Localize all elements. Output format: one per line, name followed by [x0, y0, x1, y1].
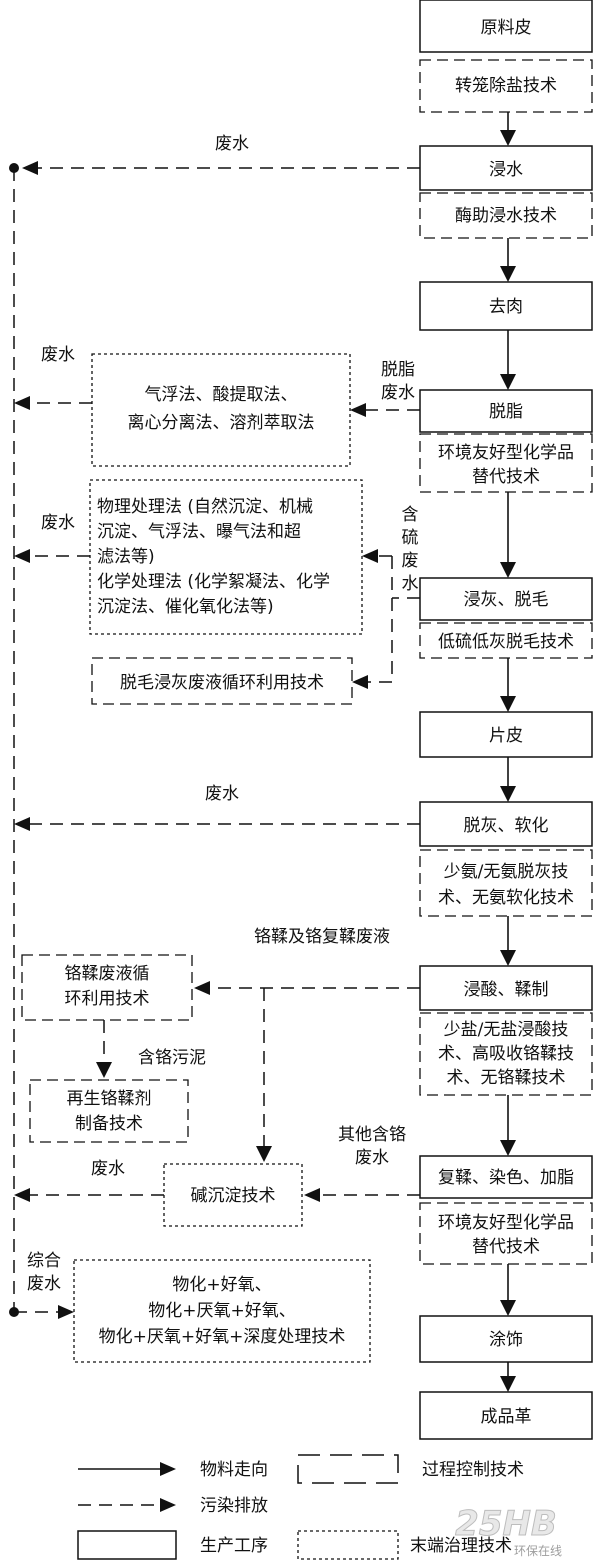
legend-pollution: 污染排放: [78, 1496, 268, 1516]
svg-text:浸水: 浸水: [489, 160, 523, 180]
process-split: 片皮: [419, 711, 593, 758]
svg-text:生产工序: 生产工序: [200, 1536, 268, 1556]
legend-process-step: 生产工序: [77, 1530, 268, 1560]
process-leather: 成品革: [419, 1391, 593, 1440]
svg-text:污染排放: 污染排放: [200, 1496, 268, 1516]
end-sulfide-wastewater: 物理处理法 (自然沉淀、机械 沉淀、气浮法、曝气法和超 滤法等) 化学处理法 (…: [89, 479, 363, 635]
svg-text:低硫低灰脱毛技术: 低硫低灰脱毛技术: [438, 632, 574, 652]
label-degrease-out: 废水: [41, 345, 75, 365]
label-degrease-waste-2: 废水: [381, 383, 415, 403]
watermark-logo: 25HB 环保在线: [455, 1504, 562, 1559]
svg-text:浸灰、脱毛: 浸灰、脱毛: [464, 590, 549, 610]
control-liming-recycle: 脱毛浸灰废液循环利用技术: [91, 657, 353, 705]
label-other-chrome-1: 其他含铬: [338, 1125, 406, 1145]
label-sulfide-1: 含: [402, 505, 419, 525]
label-chrome-waste: 铬鞣及铬复鞣废液: [254, 927, 390, 947]
svg-text:环保在线: 环保在线: [514, 1544, 562, 1558]
process-liming: 浸灰、脱毛: [419, 577, 593, 621]
flow-labels: 废水 废水 脱脂 废水 废水 含 硫 废 水 废水 铬鞣及铬复鞣废液 含铬污泥 …: [27, 134, 419, 1294]
svg-text:原料皮: 原料皮: [481, 18, 532, 38]
label-sulfide-2: 硫: [402, 528, 419, 548]
label-degrease-waste-1: 脱脂: [381, 360, 415, 380]
legend-process-control: 过程控制技术: [297, 1454, 524, 1484]
end-alkali-precip: 碱沉淀技术: [163, 1163, 303, 1227]
pollution-flow-lines: [9, 161, 420, 1319]
process-raw-hide: 原料皮: [419, 0, 593, 53]
svg-text:25HB: 25HB: [455, 1504, 557, 1544]
control-chrome-regen: 再生铬鞣剂 制备技术: [29, 1079, 189, 1143]
end-combined: 物化+好氧、 物化+厌氧+好氧、 物化+厌氧+好氧+深度处理技术: [73, 1259, 371, 1363]
svg-text:脱灰、软化: 脱灰、软化: [464, 816, 549, 836]
svg-text:碱沉淀技术: 碱沉淀技术: [191, 1186, 276, 1206]
process-soaking: 浸水: [419, 145, 593, 191]
end-degrease-wastewater: 气浮法、酸提取法、 离心分离法、溶剂萃取法: [91, 353, 351, 467]
label-delime-wastewater: 废水: [205, 784, 239, 804]
svg-text:替代技术: 替代技术: [472, 467, 540, 487]
svg-text:替代技术: 替代技术: [472, 1237, 540, 1257]
label-soak-wastewater: 废水: [215, 134, 249, 154]
svg-text:物料走向: 物料走向: [200, 1460, 268, 1480]
label-combined-1: 综合: [27, 1251, 61, 1271]
label-other-chrome-2: 废水: [355, 1148, 389, 1168]
svg-text:浸酸、鞣制: 浸酸、鞣制: [464, 980, 549, 1000]
label-chrome-sludge: 含铬污泥: [138, 1048, 206, 1068]
svg-text:术、高吸收铬鞣技: 术、高吸收铬鞣技: [438, 1044, 574, 1064]
svg-text:离心分离法、溶剂萃取法: 离心分离法、溶剂萃取法: [128, 413, 315, 433]
legend: 物料走向 污染排放 生产工序 过程控制技术 末端治理技术: [77, 1454, 524, 1560]
label-retan-wastewater: 废水: [91, 1159, 125, 1179]
control-green-chem-2: 环境友好型化学品 替代技术: [419, 1202, 593, 1265]
control-low-ammonia: 少氨/无氨脱灰技 术、无氨软化技术: [419, 849, 593, 917]
label-combined-2: 废水: [27, 1274, 61, 1294]
control-enzyme-soak: 酶助浸水技术: [419, 192, 593, 239]
svg-text:酶助浸水技术: 酶助浸水技术: [455, 206, 557, 226]
svg-text:物理处理法 (自然沉淀、机械: 物理处理法 (自然沉淀、机械: [97, 497, 313, 517]
svg-text:过程控制技术: 过程控制技术: [422, 1460, 524, 1480]
control-low-sulfide: 低硫低灰脱毛技术: [419, 622, 593, 659]
svg-text:末端治理技术: 末端治理技术: [410, 1536, 512, 1556]
svg-text:片皮: 片皮: [489, 726, 523, 746]
svg-text:去肉: 去肉: [489, 297, 523, 317]
control-salt-removal: 转笼除盐技术: [419, 59, 593, 113]
control-chrome-recycle: 铬鞣废液循 环利用技术: [21, 954, 193, 1021]
svg-text:气浮法、酸提取法、: 气浮法、酸提取法、: [145, 385, 298, 405]
main-flow-arrows: [500, 112, 516, 1392]
svg-text:环利用技术: 环利用技术: [65, 989, 150, 1009]
svg-text:成品革: 成品革: [481, 1407, 532, 1427]
svg-text:铬鞣废液循: 铬鞣废液循: [65, 964, 150, 984]
svg-text:环境友好型化学品: 环境友好型化学品: [438, 443, 574, 463]
process-finishing: 涂饰: [419, 1315, 593, 1363]
svg-text:脱脂: 脱脂: [489, 402, 523, 422]
label-sulfide-4: 水: [402, 574, 419, 594]
svg-text:化学处理法 (化学絮凝法、化学: 化学处理法 (化学絮凝法、化学: [97, 572, 330, 592]
svg-text:沉淀法、催化氧化法等): 沉淀法、催化氧化法等): [97, 597, 274, 617]
process-tanning: 浸酸、鞣制: [419, 965, 593, 1011]
control-low-salt: 少盐/无盐浸酸技 术、高吸收铬鞣技 术、无铬鞣技术: [419, 1012, 593, 1096]
legend-end-treatment: 末端治理技术: [297, 1530, 512, 1560]
svg-text:再生铬鞣剂: 再生铬鞣剂: [67, 1089, 152, 1109]
svg-text:复鞣、染色、加脂: 复鞣、染色、加脂: [438, 1168, 574, 1188]
svg-text:环境友好型化学品: 环境友好型化学品: [438, 1213, 574, 1233]
svg-text:制备技术: 制备技术: [75, 1114, 143, 1134]
control-green-chem-1: 环境友好型化学品 替代技术: [419, 433, 593, 493]
svg-text:术、无氨软化技术: 术、无氨软化技术: [438, 888, 574, 908]
process-fleshing: 去肉: [419, 281, 593, 331]
svg-text:术、无铬鞣技术: 术、无铬鞣技术: [447, 1068, 566, 1088]
svg-text:少盐/无盐浸酸技: 少盐/无盐浸酸技: [444, 1020, 569, 1040]
svg-text:涂饰: 涂饰: [489, 1330, 523, 1350]
svg-text:少氨/无氨脱灰技: 少氨/无氨脱灰技: [444, 862, 569, 882]
svg-text:沉淀、气浮法、曝气法和超: 沉淀、气浮法、曝气法和超: [97, 522, 301, 542]
svg-text:滤法等): 滤法等): [97, 547, 155, 567]
svg-text:物化+好氧、: 物化+好氧、: [172, 1275, 271, 1295]
process-degreasing: 脱脂: [419, 389, 593, 433]
svg-text:物化+厌氧+好氧+深度处理技术: 物化+厌氧+好氧+深度处理技术: [99, 1327, 346, 1347]
legend-material-flow: 物料走向: [78, 1460, 268, 1480]
label-sulfide-3: 废: [402, 551, 419, 571]
process-deliming: 脱灰、软化: [419, 801, 593, 847]
label-sulfide-out: 废水: [41, 513, 75, 533]
svg-text:物化+厌氧+好氧、: 物化+厌氧+好氧、: [148, 1301, 296, 1321]
svg-text:转笼除盐技术: 转笼除盐技术: [455, 76, 557, 96]
svg-text:脱毛浸灰废液循环利用技术: 脱毛浸灰废液循环利用技术: [120, 673, 324, 693]
process-retanning: 复鞣、染色、加脂: [419, 1155, 593, 1199]
